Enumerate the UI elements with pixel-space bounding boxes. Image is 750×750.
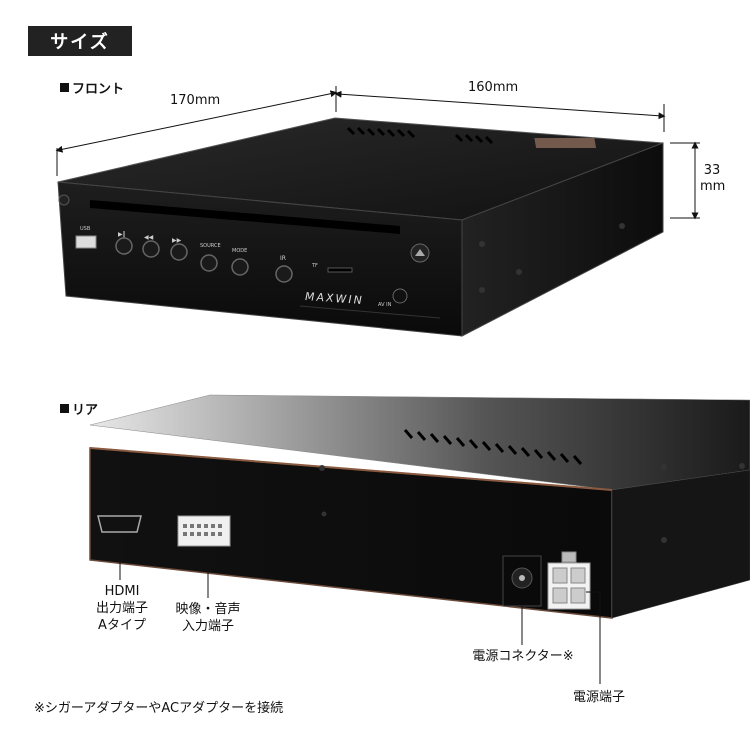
- hdmi-callout-line2: 出力端子: [95, 601, 148, 616]
- footnote: ※シガーアダプターやACアダプターを接続: [34, 701, 284, 716]
- hdmi-callout-line3: Aタイプ: [98, 618, 146, 633]
- av-input-callout: 映像・音声 入力端子: [166, 601, 250, 635]
- rear-section-label: リア: [60, 399, 98, 418]
- disc-slot: [90, 200, 400, 234]
- svg-text:◀◀: ◀◀: [144, 234, 154, 241]
- power-button-icon: [58, 194, 70, 206]
- svg-text:▶‖: ▶‖: [118, 231, 126, 238]
- hdmi-output-callout: HDMI 出力端子 Aタイプ: [86, 583, 158, 634]
- usb-port-icon: [75, 235, 97, 249]
- ir-label: IR: [280, 255, 286, 262]
- hdmi-callout-line1: HDMI: [104, 584, 140, 599]
- rear-top-vents: [403, 429, 583, 465]
- square-bullet-icon: [60, 83, 69, 92]
- power-terminal-callout: 電源端子: [572, 690, 625, 705]
- av-input-connector-icon: [177, 515, 231, 547]
- usb-label: USB: [80, 226, 91, 232]
- tf-label: TF: [312, 263, 318, 269]
- depth-dimension-label: 160mm: [468, 80, 519, 95]
- rear-device: [89, 394, 750, 619]
- height-dimension-label: 33 mm: [700, 163, 726, 195]
- svg-text:▶▶: ▶▶: [172, 237, 182, 244]
- av-callout-line1: 映像・音声: [175, 602, 241, 617]
- height-dimension-number: 33: [703, 163, 721, 178]
- height-dimension-unit: mm: [700, 179, 726, 194]
- tf-slot-icon: [327, 267, 353, 273]
- mode-label: MODE: [232, 248, 248, 254]
- av-in-jack-icon: [392, 288, 408, 304]
- top-vents: [346, 126, 494, 145]
- square-bullet-icon: [60, 404, 69, 413]
- width-dimension-label: 170mm: [170, 93, 221, 108]
- av-in-label: AV IN: [378, 302, 392, 308]
- hdmi-port-icon: [97, 515, 142, 533]
- dimension-height-line: [670, 141, 700, 220]
- callout-lines: [119, 533, 601, 684]
- front-device: ▶‖ ◀◀ ▶▶: [57, 117, 664, 337]
- rear-label-text: リア: [72, 403, 99, 418]
- dimension-depth-line: [334, 90, 666, 132]
- power-connector-callout: 電源コネクター※: [472, 649, 574, 664]
- av-callout-line2: 入力端子: [181, 619, 234, 634]
- page-title: サイズ: [28, 26, 132, 56]
- control-buttons: [115, 237, 293, 283]
- source-label: SOURCE: [200, 243, 221, 249]
